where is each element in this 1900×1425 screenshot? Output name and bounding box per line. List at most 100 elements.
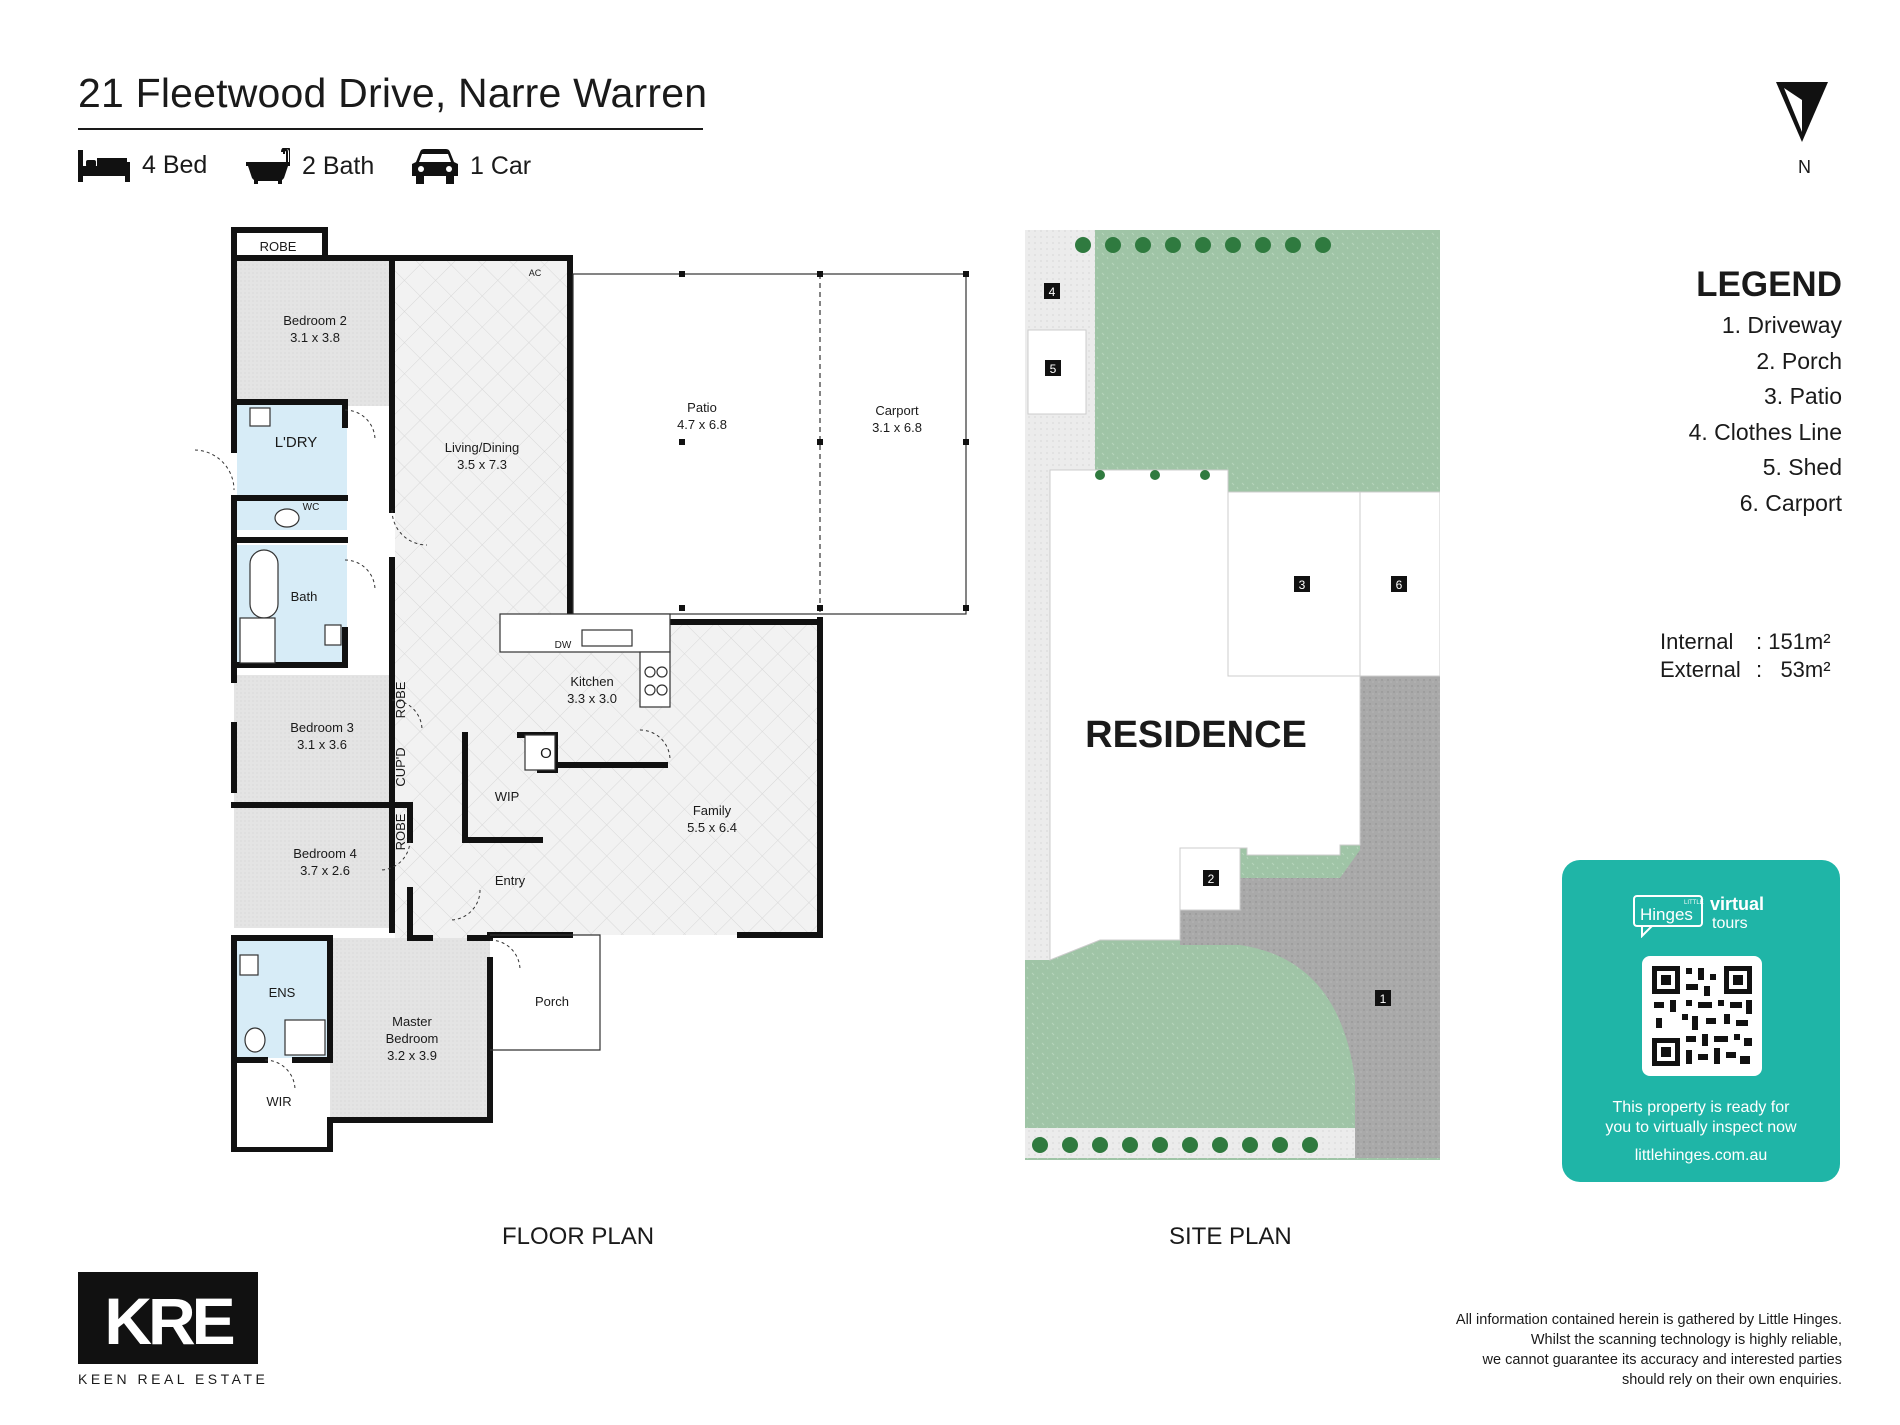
virtual-tour-card[interactable]: LITTLE Hinges virtual tours	[1562, 860, 1840, 1182]
promo-url-link[interactable]: littlehinges.com.au	[1634, 1147, 1768, 1164]
site-marker-3: 3	[1299, 578, 1306, 592]
brand-word-tours: tours	[1712, 915, 1748, 932]
master-floor	[330, 938, 490, 1123]
living-size: 3.5 x 7.3	[457, 457, 507, 472]
kitchen-name: Kitchen	[570, 674, 613, 689]
site-plan-caption: SITE PLAN	[1169, 1223, 1292, 1250]
north-arrow-icon: N	[1772, 80, 1832, 177]
site-marker-5: 5	[1050, 362, 1057, 376]
title-underline	[78, 128, 703, 130]
robe-b3-label: ROBE	[393, 681, 408, 718]
virtual-tour-message: This property is ready for you to virtua…	[1562, 1098, 1840, 1138]
site-marker-4: 4	[1049, 285, 1056, 299]
message-line1: This property is ready for	[1612, 1099, 1790, 1116]
site-marker-1: 1	[1380, 992, 1387, 1006]
porch-label: Porch	[535, 994, 569, 1009]
little-hinges-logo: LITTLE Hinges virtual tours	[1632, 890, 1782, 939]
bath-icon	[246, 148, 290, 184]
robe-top-label: ROBE	[260, 239, 297, 254]
legend-item: 5. Shed	[1762, 454, 1842, 480]
site-side-path-lower	[1025, 470, 1050, 960]
carport-name: Carport	[875, 403, 919, 418]
bedroom2-name: Bedroom 2	[283, 313, 347, 328]
legend-item: 4. Clothes Line	[1688, 418, 1842, 445]
patio-size: 4.7 x 6.8	[677, 417, 727, 432]
bedroom3-name: Bedroom 3	[290, 720, 354, 735]
site-plan: 1 2 3 4 5 6 RESIDENCE	[1025, 230, 1440, 1160]
ensuite-label: ENS	[269, 985, 296, 1000]
external-area-value: : 53m²	[1756, 657, 1831, 682]
disclaimer-line: Whilst the scanning technology is highly…	[1530, 1332, 1842, 1348]
laundry-label: L'DRY	[275, 434, 318, 451]
patio-name: Patio	[687, 400, 717, 415]
disclaimer-line: should rely on their own enquiries.	[1621, 1372, 1842, 1388]
site-driveway	[1180, 676, 1440, 1158]
site-patio-carport	[1227, 491, 1440, 677]
site-marker-2: 2	[1208, 872, 1215, 886]
entry-label: Entry	[495, 873, 526, 888]
message-line2: you to virtually inspect now	[1605, 1119, 1797, 1136]
family-size: 5.5 x 6.4	[687, 820, 737, 835]
logo-text: KRE	[104, 1284, 233, 1358]
site-porch	[1179, 847, 1241, 911]
brand-word-virtual: virtual	[1710, 894, 1764, 914]
legend-item: 2. Porch	[1756, 347, 1842, 374]
carport-size: 3.1 x 6.8	[872, 420, 922, 435]
robe-b4-label: ROBE	[393, 813, 408, 850]
qr-code-icon[interactable]	[1642, 956, 1762, 1076]
oven-label: O	[540, 745, 552, 762]
floor-plan: ROBE Bedroom 2 3.1 x 3.8 L'DRY WC Bath B…	[194, 227, 969, 1152]
internal-area-label: Internal	[1660, 629, 1734, 654]
kitchen-size: 3.3 x 3.0	[567, 691, 617, 706]
living-name: Living/Dining	[445, 440, 519, 455]
family-name: Family	[693, 803, 732, 818]
agency-name: KEEN REAL ESTATE	[78, 1371, 269, 1387]
bedroom2-size: 3.1 x 3.8	[290, 330, 340, 345]
legend-item: 6. Carport	[1739, 489, 1842, 516]
cupd-label: CUP'D	[393, 747, 408, 786]
area-summary: Internal : 151m² External : 53m²	[1660, 628, 1831, 684]
bath-label: Bath	[291, 589, 318, 604]
bedroom3-floor	[234, 675, 410, 805]
bedroom4-name: Bedroom 4	[293, 846, 357, 861]
disclaimer: All information contained herein is gath…	[1282, 1310, 1842, 1390]
brand-small: LITTLE	[1684, 900, 1704, 906]
master-size: 3.2 x 3.9	[387, 1048, 437, 1063]
ac-label: AC	[529, 268, 542, 278]
site-marker-6: 6	[1396, 578, 1403, 592]
feature-baths-label: 2 Bath	[302, 151, 375, 180]
floor-plan-caption: FLOOR PLAN	[502, 1223, 655, 1250]
wip-label: WIP	[495, 789, 520, 804]
feature-baths: 2 Bath	[246, 148, 374, 184]
dishwasher-label: DW	[555, 640, 572, 651]
legend-item: 3. Patio	[1764, 383, 1842, 409]
internal-area-value: : 151m²	[1756, 629, 1831, 654]
feature-cars-label: 1 Car	[470, 151, 532, 180]
car-icon	[412, 148, 458, 184]
legend-title: LEGEND	[1696, 265, 1842, 304]
living-floor	[395, 258, 570, 938]
disclaimer-line: we cannot guarantee its accuracy and int…	[1482, 1352, 1843, 1368]
brand-name: Hinges	[1640, 905, 1693, 924]
external-area-label: External	[1660, 657, 1741, 682]
residence-label: RESIDENCE	[1085, 714, 1307, 756]
bedroom4-size: 3.7 x 2.6	[300, 863, 350, 878]
bedroom2-floor	[234, 258, 392, 406]
property-address-title: 21 Fleetwood Drive, Narre Warren	[78, 70, 708, 116]
feature-beds-label: 4 Bed	[142, 150, 208, 179]
wir-label: WIR	[266, 1094, 291, 1109]
wc-label: WC	[303, 502, 320, 513]
kre-logo: KRE	[78, 1272, 258, 1364]
master-name-line2: Bedroom	[386, 1031, 439, 1046]
bedroom3-size: 3.1 x 3.6	[297, 737, 347, 752]
legend-item: 1. Driveway	[1721, 312, 1842, 338]
master-name-line1: Master	[392, 1014, 432, 1029]
feature-cars: 1 Car	[412, 148, 531, 184]
north-label: N	[1798, 157, 1811, 176]
family-floor	[570, 620, 820, 935]
feature-beds: 4 Bed	[78, 148, 207, 182]
bed-icon	[78, 148, 130, 182]
bedroom4-floor	[234, 808, 410, 928]
legend-list: 1. Driveway 2. Porch 3. Patio 4. Clothes…	[1689, 308, 1842, 521]
disclaimer-line: All information contained herein is gath…	[1455, 1312, 1842, 1328]
